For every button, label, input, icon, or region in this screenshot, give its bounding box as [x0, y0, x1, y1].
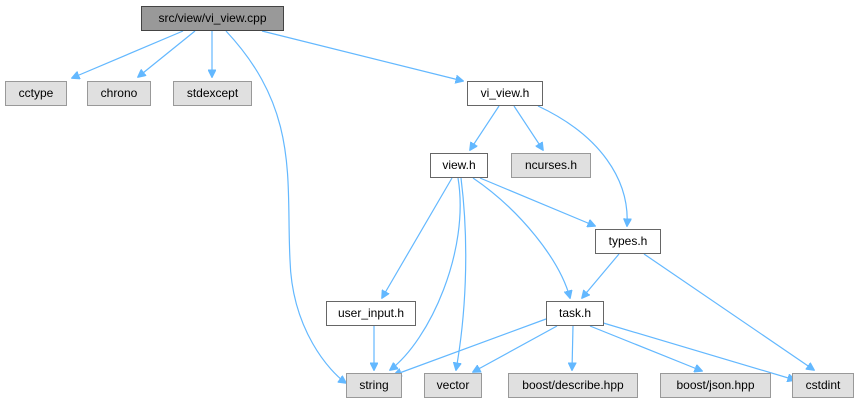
edge-types-h-to-task-h	[582, 253, 620, 298]
edge-vi-view-h-to-view-h	[470, 105, 500, 150]
node-user-input-h[interactable]: user_input.h	[326, 301, 416, 326]
edge-view-h-to-user-input-h	[382, 177, 453, 298]
edge-vi-view-h-to-types-h	[537, 105, 627, 226]
edge-vi-view-h-to-ncurses-h	[513, 105, 543, 150]
node-chrono[interactable]: chrono	[87, 81, 151, 106]
edge-task-h-to-boost-describe	[572, 325, 573, 370]
node-boost-json-hpp[interactable]: boost/json.hpp	[660, 373, 771, 398]
edge-root-to-vi-view-h	[261, 30, 463, 81]
node-string[interactable]: string	[346, 373, 402, 398]
node-root-vi-view-cpp[interactable]: src/view/vi_view.cpp	[141, 6, 284, 31]
node-stdexcept[interactable]: stdexcept	[173, 81, 252, 106]
node-ncurses-h[interactable]: ncurses.h	[511, 153, 591, 178]
edge-root-to-string	[225, 30, 346, 383]
node-cctype[interactable]: cctype	[5, 81, 67, 106]
node-cstdint[interactable]: cstdint	[792, 373, 854, 398]
node-boost-describe-hpp[interactable]: boost/describe.hpp	[508, 373, 638, 398]
node-vector[interactable]: vector	[424, 373, 482, 398]
edge-task-h-to-cstdint	[599, 321, 795, 380]
edge-task-h-to-string	[394, 318, 547, 375]
node-vi-view-h[interactable]: vi_view.h	[467, 81, 543, 106]
edge-root-to-chrono	[138, 30, 196, 77]
node-task-h[interactable]: task.h	[546, 301, 604, 326]
edge-root-to-cctype	[72, 30, 184, 78]
node-view-h[interactable]: view.h	[430, 153, 488, 178]
edge-view-h-to-vector	[456, 177, 467, 370]
node-types-h[interactable]: types.h	[595, 229, 661, 254]
edge-view-h-to-types-h	[479, 177, 595, 226]
edge-types-h-to-cstdint	[643, 253, 814, 370]
edge-view-h-to-task-h	[472, 177, 570, 298]
edge-task-h-to-boost-json	[589, 325, 702, 371]
edge-task-h-to-vector	[473, 325, 558, 372]
edge-view-h-to-string	[390, 177, 461, 370]
